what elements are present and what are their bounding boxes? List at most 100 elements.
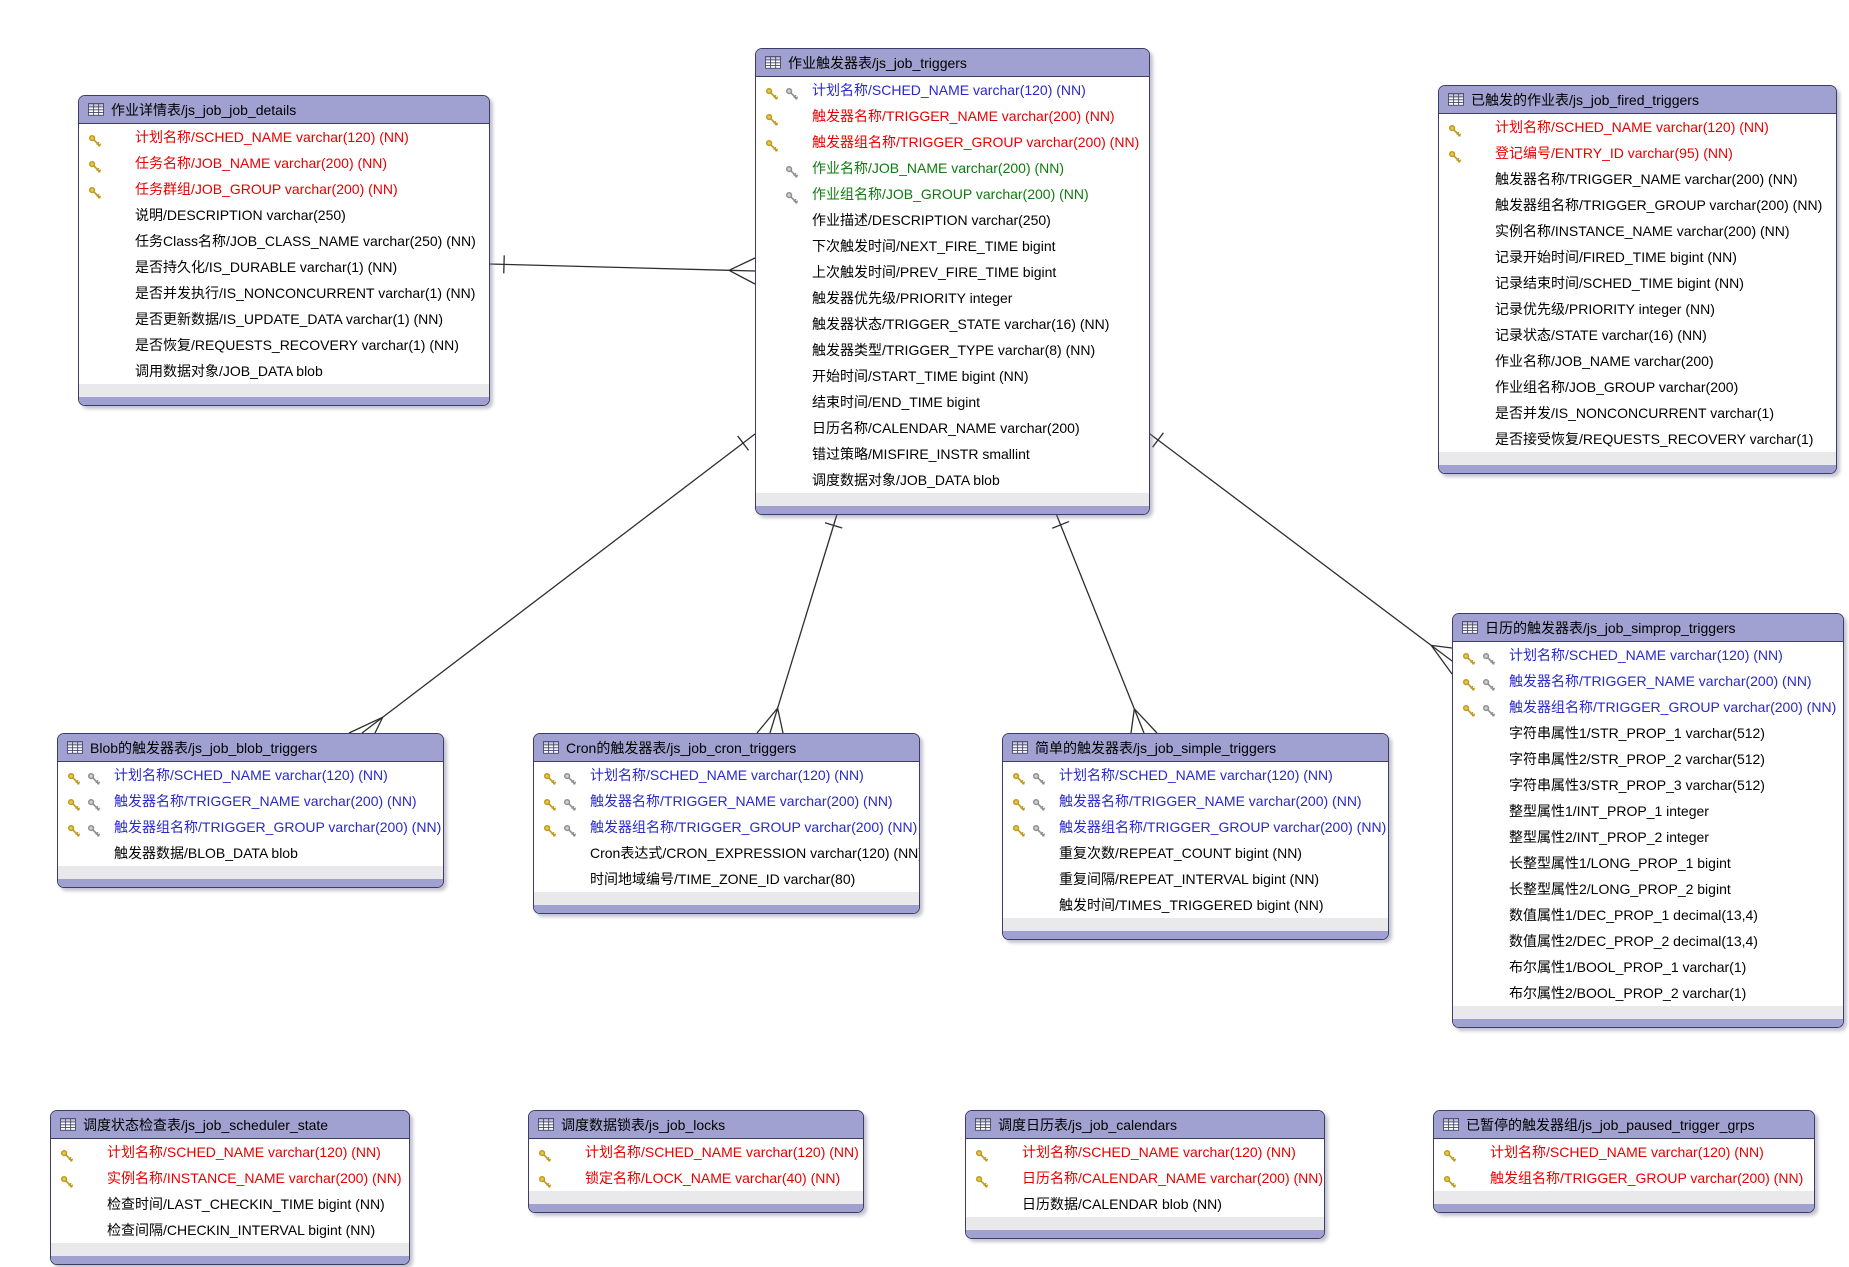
field-row[interactable]: 检查时间/LAST_CHECKIN_TIME bigint (NN)	[51, 1191, 409, 1217]
table-header[interactable]: Blob的触发器表/js_job_blob_triggers	[58, 734, 443, 762]
field-row[interactable]: 作业名称/JOB_NAME varchar(200)	[1439, 348, 1836, 374]
field-row[interactable]: 错过策略/MISFIRE_INSTR smallint	[756, 441, 1149, 467]
field-row[interactable]: 下次触发时间/NEXT_FIRE_TIME bigint	[756, 233, 1149, 259]
table-header[interactable]: Cron的触发器表/js_job_cron_triggers	[534, 734, 919, 762]
table-header[interactable]: 日历的触发器表/js_job_simprop_triggers	[1453, 614, 1843, 642]
field-row[interactable]: 是否更新数据/IS_UPDATE_DATA varchar(1) (NN)	[79, 306, 489, 332]
field-row[interactable]: 计划名称/SCHED_NAME varchar(120) (NN)	[1434, 1139, 1814, 1165]
field-row[interactable]: 计划名称/SCHED_NAME varchar(120) (NN)	[58, 762, 443, 788]
field-row[interactable]: 重复次数/REPEAT_COUNT bigint (NN)	[1003, 840, 1388, 866]
field-row[interactable]: 是否接受恢复/REQUESTS_RECOVERY varchar(1)	[1439, 426, 1836, 452]
table-header[interactable]: 已触发的作业表/js_job_fired_triggers	[1439, 86, 1836, 114]
field-row[interactable]: 触发器优先级/PRIORITY integer	[756, 285, 1149, 311]
field-row[interactable]: 触发器名称/TRIGGER_NAME varchar(200) (NN)	[58, 788, 443, 814]
field-row[interactable]: 登记编号/ENTRY_ID varchar(95) (NN)	[1439, 140, 1836, 166]
field-row[interactable]: 记录状态/STATE varchar(16) (NN)	[1439, 322, 1836, 348]
field-row[interactable]: 作业描述/DESCRIPTION varchar(250)	[756, 207, 1149, 233]
table-header[interactable]: 已暂停的触发器组/js_job_paused_trigger_grps	[1434, 1111, 1814, 1139]
table-header[interactable]: 作业详情表/js_job_job_details	[79, 96, 489, 124]
field-row[interactable]: 字符串属性1/STR_PROP_1 varchar(512)	[1453, 720, 1843, 746]
field-row[interactable]: 是否恢复/REQUESTS_RECOVERY varchar(1) (NN)	[79, 332, 489, 358]
field-row[interactable]: 触发器组名称/TRIGGER_GROUP varchar(200) (NN)	[1453, 694, 1843, 720]
field-row[interactable]: 计划名称/SCHED_NAME varchar(120) (NN)	[79, 124, 489, 150]
field-row[interactable]: 触发器名称/TRIGGER_NAME varchar(200) (NN)	[1439, 166, 1836, 192]
field-row[interactable]: 计划名称/SCHED_NAME varchar(120) (NN)	[966, 1139, 1324, 1165]
field-row[interactable]: 是否并发执行/IS_NONCONCURRENT varchar(1) (NN)	[79, 280, 489, 306]
field-row[interactable]: 任务名称/JOB_NAME varchar(200) (NN)	[79, 150, 489, 176]
field-row[interactable]: 作业组名称/JOB_GROUP varchar(200) (NN)	[756, 181, 1149, 207]
table-header[interactable]: 简单的触发器表/js_job_simple_triggers	[1003, 734, 1388, 762]
field-row[interactable]: 记录优先级/PRIORITY integer (NN)	[1439, 296, 1836, 322]
field-row[interactable]: 触发时间/TIMES_TRIGGERED bigint (NN)	[1003, 892, 1388, 918]
relationship-job_details-triggers[interactable]	[488, 255, 756, 285]
field-row[interactable]: 触发器名称/TRIGGER_NAME varchar(200) (NN)	[534, 788, 919, 814]
field-row[interactable]: 作业组名称/JOB_GROUP varchar(200)	[1439, 374, 1836, 400]
field-row[interactable]: 任务Class名称/JOB_CLASS_NAME varchar(250) (N…	[79, 228, 489, 254]
field-row[interactable]: 说明/DESCRIPTION varchar(250)	[79, 202, 489, 228]
table-header[interactable]: 调度数据锁表/js_job_locks	[529, 1111, 863, 1139]
field-row[interactable]: 触发器组名称/TRIGGER_GROUP varchar(200) (NN)	[1439, 192, 1836, 218]
field-row[interactable]: 计划名称/SCHED_NAME varchar(120) (NN)	[1003, 762, 1388, 788]
field-row[interactable]: 布尔属性2/BOOL_PROP_2 varchar(1)	[1453, 980, 1843, 1006]
field-row[interactable]: 是否并发/IS_NONCONCURRENT varchar(1)	[1439, 400, 1836, 426]
field-row[interactable]: 触发器名称/TRIGGER_NAME varchar(200) (NN)	[1453, 668, 1843, 694]
field-row[interactable]: 记录结束时间/SCHED_TIME bigint (NN)	[1439, 270, 1836, 296]
field-row[interactable]: 日历数据/CALENDAR blob (NN)	[966, 1191, 1324, 1217]
field-row[interactable]: 整型属性2/INT_PROP_2 integer	[1453, 824, 1843, 850]
field-row[interactable]: 实例名称/INSTANCE_NAME varchar(200) (NN)	[51, 1165, 409, 1191]
field-row[interactable]: 计划名称/SCHED_NAME varchar(120) (NN)	[1439, 114, 1836, 140]
field-row[interactable]: 触发组名称/TRIGGER_GROUP varchar(200) (NN)	[1434, 1165, 1814, 1191]
field-row[interactable]: 触发器数据/BLOB_DATA blob	[58, 840, 443, 866]
field-row[interactable]: 计划名称/SCHED_NAME varchar(120) (NN)	[534, 762, 919, 788]
relationship-triggers-blob_triggers[interactable]	[348, 433, 756, 734]
field-row[interactable]: 计划名称/SCHED_NAME varchar(120) (NN)	[1453, 642, 1843, 668]
relationship-triggers-simprop_triggers[interactable]	[1145, 430, 1453, 675]
field-row[interactable]: 计划名称/SCHED_NAME varchar(120) (NN)	[51, 1139, 409, 1165]
field-row[interactable]: 计划名称/SCHED_NAME varchar(120) (NN)	[529, 1139, 863, 1165]
relationship-triggers-simple_triggers[interactable]	[1051, 510, 1158, 734]
field-row[interactable]: 触发器状态/TRIGGER_STATE varchar(16) (NN)	[756, 311, 1149, 337]
field-row[interactable]: 触发器名称/TRIGGER_NAME varchar(200) (NN)	[756, 103, 1149, 129]
table-header[interactable]: 作业触发器表/js_job_triggers	[756, 49, 1149, 77]
field-row[interactable]: 数值属性2/DEC_PROP_2 decimal(13,4)	[1453, 928, 1843, 954]
table-header[interactable]: 调度状态检查表/js_job_scheduler_state	[51, 1111, 409, 1139]
field-row[interactable]: 重复间隔/REPEAT_INTERVAL bigint (NN)	[1003, 866, 1388, 892]
field-row[interactable]: 调度数据对象/JOB_DATA blob	[756, 467, 1149, 493]
field-row[interactable]: 触发器组名称/TRIGGER_GROUP varchar(200) (NN)	[756, 129, 1149, 155]
field-row[interactable]: 触发器类型/TRIGGER_TYPE varchar(8) (NN)	[756, 337, 1149, 363]
field-row[interactable]: 检查间隔/CHECKIN_INTERVAL bigint (NN)	[51, 1217, 409, 1243]
field-row[interactable]: 时间地域编号/TIME_ZONE_ID varchar(80)	[534, 866, 919, 892]
field-row[interactable]: 触发器组名称/TRIGGER_GROUP varchar(200) (NN)	[534, 814, 919, 840]
field-row[interactable]: 长整型属性1/LONG_PROP_1 bigint	[1453, 850, 1843, 876]
field-row[interactable]: 是否持久化/IS_DURABLE varchar(1) (NN)	[79, 254, 489, 280]
field-row[interactable]: 整型属性1/INT_PROP_1 integer	[1453, 798, 1843, 824]
field-row[interactable]: 数值属性1/DEC_PROP_1 decimal(13,4)	[1453, 902, 1843, 928]
field-row[interactable]: 字符串属性3/STR_PROP_3 varchar(512)	[1453, 772, 1843, 798]
field-row[interactable]: 计划名称/SCHED_NAME varchar(120) (NN)	[756, 77, 1149, 103]
field-row[interactable]: 作业名称/JOB_NAME varchar(200) (NN)	[756, 155, 1149, 181]
field-row[interactable]: 开始时间/START_TIME bigint (NN)	[756, 363, 1149, 389]
field-row[interactable]: Cron表达式/CRON_EXPRESSION varchar(120) (NN…	[534, 840, 919, 866]
field-row[interactable]: 触发器名称/TRIGGER_NAME varchar(200) (NN)	[1003, 788, 1388, 814]
field-row[interactable]: 任务群组/JOB_GROUP varchar(200) (NN)	[79, 176, 489, 202]
field-row[interactable]: 记录开始时间/FIRED_TIME bigint (NN)	[1439, 244, 1836, 270]
field-row[interactable]: 触发器组名称/TRIGGER_GROUP varchar(200) (NN)	[58, 814, 443, 840]
field-row[interactable]: 触发器组名称/TRIGGER_GROUP varchar(200) (NN)	[1003, 814, 1388, 840]
field-row[interactable]: 日历名称/CALENDAR_NAME varchar(200)	[756, 415, 1149, 441]
field-row[interactable]: 结束时间/END_TIME bigint	[756, 389, 1149, 415]
field-row[interactable]: 调用数据对象/JOB_DATA blob	[79, 358, 489, 384]
relationship-triggers-cron_triggers[interactable]	[756, 510, 843, 734]
field-row[interactable]: 布尔属性1/BOOL_PROP_1 varchar(1)	[1453, 954, 1843, 980]
